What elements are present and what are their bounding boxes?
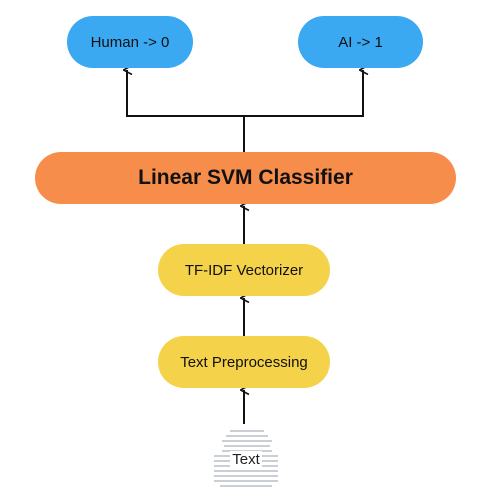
- node-vectorizer-label: TF-IDF Vectorizer: [184, 261, 304, 279]
- node-human-output: Human -> 0: [67, 16, 193, 68]
- node-ai-output: AI -> 1: [298, 16, 423, 68]
- node-tfidf-vectorizer: TF-IDF Vectorizer: [158, 244, 330, 296]
- input-text-value: Text: [230, 451, 262, 468]
- node-classifier-label: Linear SVM Classifier: [138, 166, 353, 189]
- node-text-preprocessing: Text Preprocessing: [158, 336, 330, 388]
- node-preprocessing-label: Text Preprocessing: [180, 353, 308, 371]
- input-text-label: Text: [210, 451, 282, 468]
- node-ai-label: AI -> 1: [338, 33, 383, 51]
- node-linear-svm-classifier: Linear SVM Classifier: [35, 152, 456, 204]
- node-human-label: Human -> 0: [90, 33, 170, 51]
